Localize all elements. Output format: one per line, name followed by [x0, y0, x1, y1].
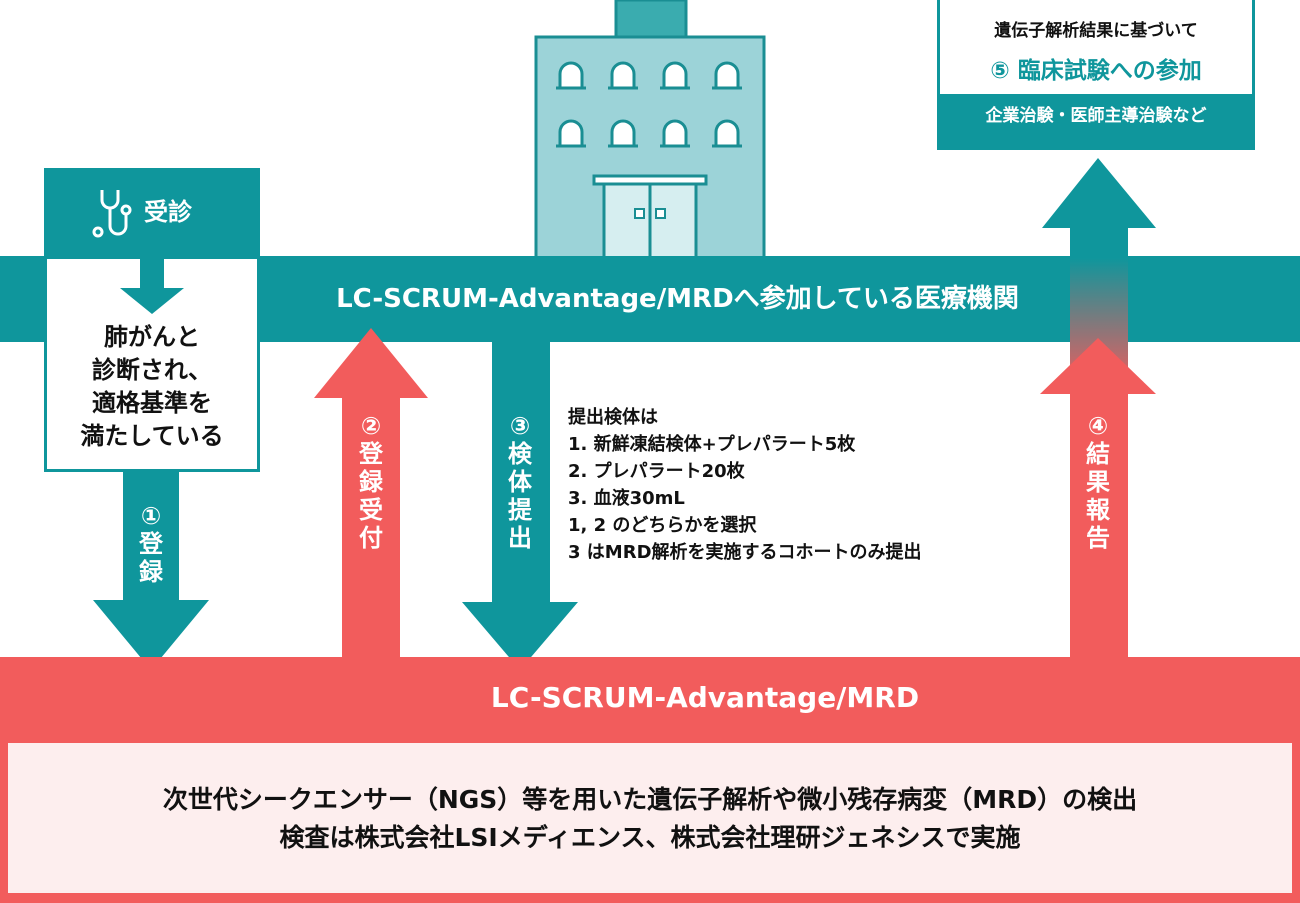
submit-arrow-label: ③ 検 体 提 出 [508, 412, 532, 552]
specimen-line: 2. プレパラート20枚 [568, 461, 745, 482]
study-band: LC-SCRUM-Advantage/MRD 次世代シークエンサー（NGS）等を… [0, 657, 1300, 903]
specimen-notes: 提出検体は 1. 新鮮凍結検体+プレパラート5枚 2. プレパラート20枚 3.… [568, 404, 922, 566]
condition-line: 診断され、 [91, 356, 213, 384]
condition-line: 適格基準を [92, 389, 212, 417]
specimen-line: 3 はMRD解析を実施するコホートのみ提出 [568, 542, 922, 563]
trial-box: 遺伝子解析結果に基づいて ⑤ 臨床試験への参加 企業治験・医師主導治験など [937, 0, 1255, 150]
report-arrow-label: ④ 結 果 報 告 [1086, 412, 1110, 552]
trial-title: ⑤ 臨床試験への参加 [990, 58, 1202, 84]
study-label: LC-SCRUM-Advantage/MRD [490, 681, 920, 714]
stethoscope-icon [92, 190, 132, 238]
condition-box: 肺がんと 診断され、 適格基準を 満たしている [44, 256, 260, 472]
hospital-label: LC-SCRUM-Advantage/MRDへ参加している医療機関 [336, 284, 1019, 314]
report-arrow [1040, 158, 1156, 658]
trial-sub: 企業治験・医師主導治験など [985, 106, 1207, 126]
visit-header: 受診 [44, 168, 260, 256]
condition-line: 満たしている [80, 422, 224, 450]
condition-line: 肺がんと [104, 323, 200, 351]
hospital-building-icon [534, 0, 766, 258]
submit-arrow [462, 340, 578, 670]
specimen-line: 1. 新鮮凍結検体+プレパラート5枚 [568, 434, 856, 455]
study-desc-line: 次世代シークエンサー（NGS）等を用いた遺伝子解析や微小残存病変（MRD）の検出 [162, 785, 1138, 814]
study-desc-line: 検査は株式会社LSIメディエンス、株式会社理研ジェネシスで実施 [279, 823, 1021, 852]
specimen-line: 提出検体は [568, 407, 658, 428]
trial-top: 遺伝子解析結果に基づいて [994, 21, 1198, 41]
specimen-line: 3. 血液30mL [568, 488, 685, 509]
study-desc-box: 次世代シークエンサー（NGS）等を用いた遺伝子解析や微小残存病変（MRD）の検出… [8, 743, 1292, 893]
visit-label: 受診 [144, 198, 192, 226]
visit-down-arrow-icon [120, 256, 184, 314]
accept-arrow [314, 328, 428, 658]
specimen-line: 1, 2 のどちらかを選択 [568, 515, 757, 536]
register-arrow-label: ① 登 録 [139, 502, 163, 586]
register-arrow [93, 470, 209, 670]
accept-arrow-label: ② 登 録 受 付 [359, 412, 383, 552]
